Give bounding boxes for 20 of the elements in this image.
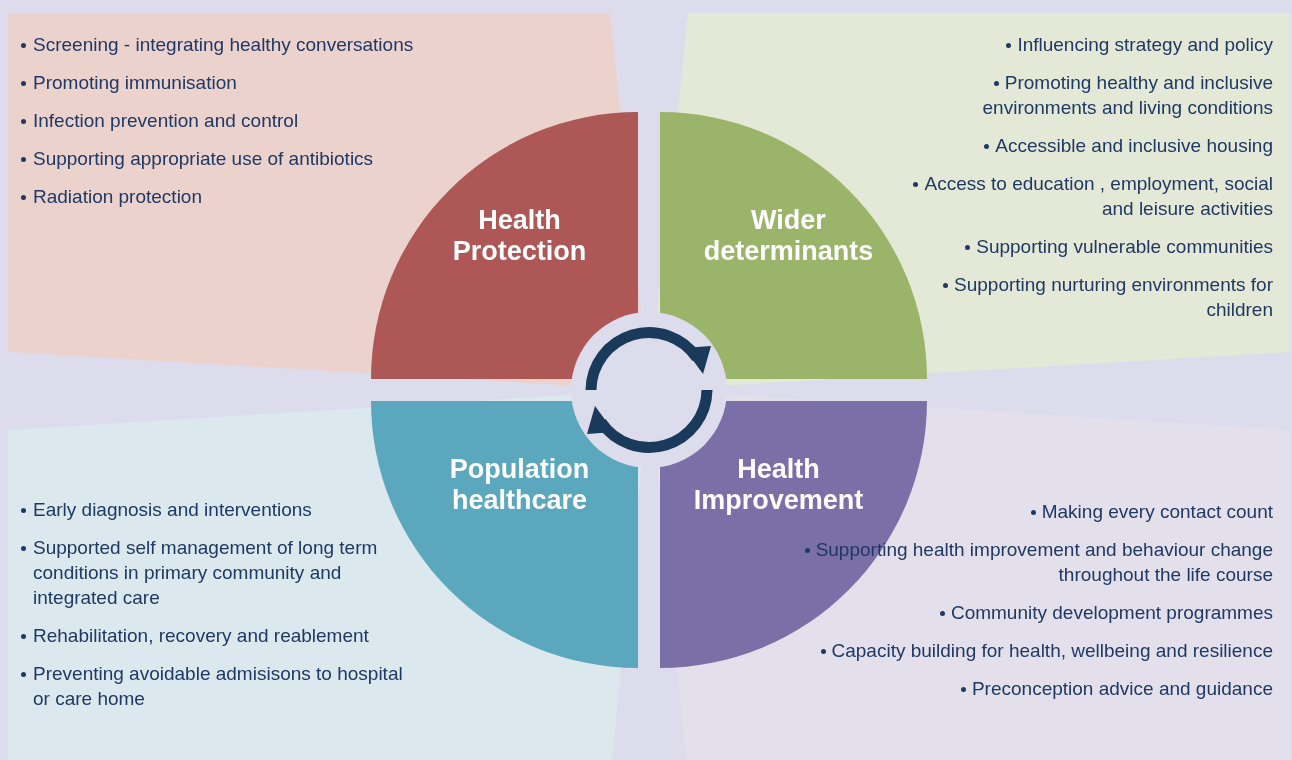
bullet-item: Capacity building for health, wellbeing and resilience bbox=[783, 638, 1273, 663]
segment-heading: Population healthcare bbox=[448, 453, 591, 516]
segment-heading: Wider determinants bbox=[702, 204, 875, 267]
bullet-item: Promoting immunisation bbox=[20, 70, 490, 95]
bullet-item: Preconception advice and guidance bbox=[783, 676, 1273, 701]
bullet-item: Influencing strategy and policy bbox=[893, 32, 1273, 57]
bullet-item: Supporting vulnerable communities bbox=[893, 234, 1273, 259]
bullet-item: Community development programmes bbox=[783, 600, 1273, 625]
bullet-item: Screening - integrating healthy conversations bbox=[20, 32, 490, 57]
bullet-item: Preventing avoidable admisisons to hospital or care home bbox=[20, 661, 420, 711]
bullet-item: Supporting appropriate use of antibiotics bbox=[20, 146, 490, 171]
bullet-item: Accessible and inclusive housing bbox=[893, 133, 1273, 158]
bullet-item: Promoting healthy and inclusive environments and living conditions bbox=[981, 71, 1273, 120]
bullet-item: Supporting nurturing environments for children bbox=[893, 272, 1273, 322]
bullet-item: Rehabilitation, recovery and reablement bbox=[20, 623, 420, 648]
bullet-item: Early diagnosis and interventions bbox=[20, 497, 420, 522]
bullet-item: Access to education , employment, social and leisure activities bbox=[893, 171, 1273, 221]
bullet-item: Infection prevention and control bbox=[20, 108, 490, 133]
bullet-item: Supported self management of long term conditions in primary community and integrated care bbox=[20, 535, 420, 610]
segment-heading: Health Improvement bbox=[692, 453, 865, 516]
